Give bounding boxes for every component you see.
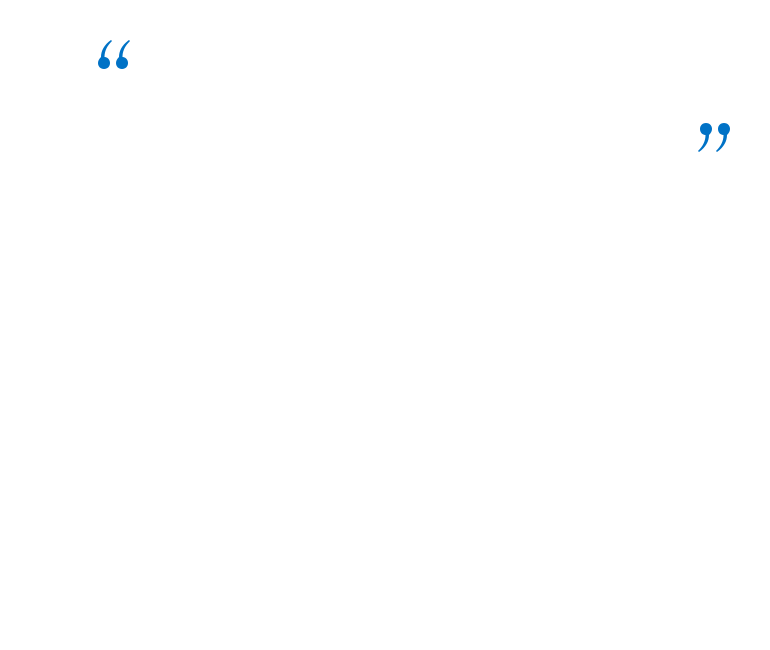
open-quote-icon (97, 39, 131, 69)
close-quote-icon (697, 123, 731, 153)
